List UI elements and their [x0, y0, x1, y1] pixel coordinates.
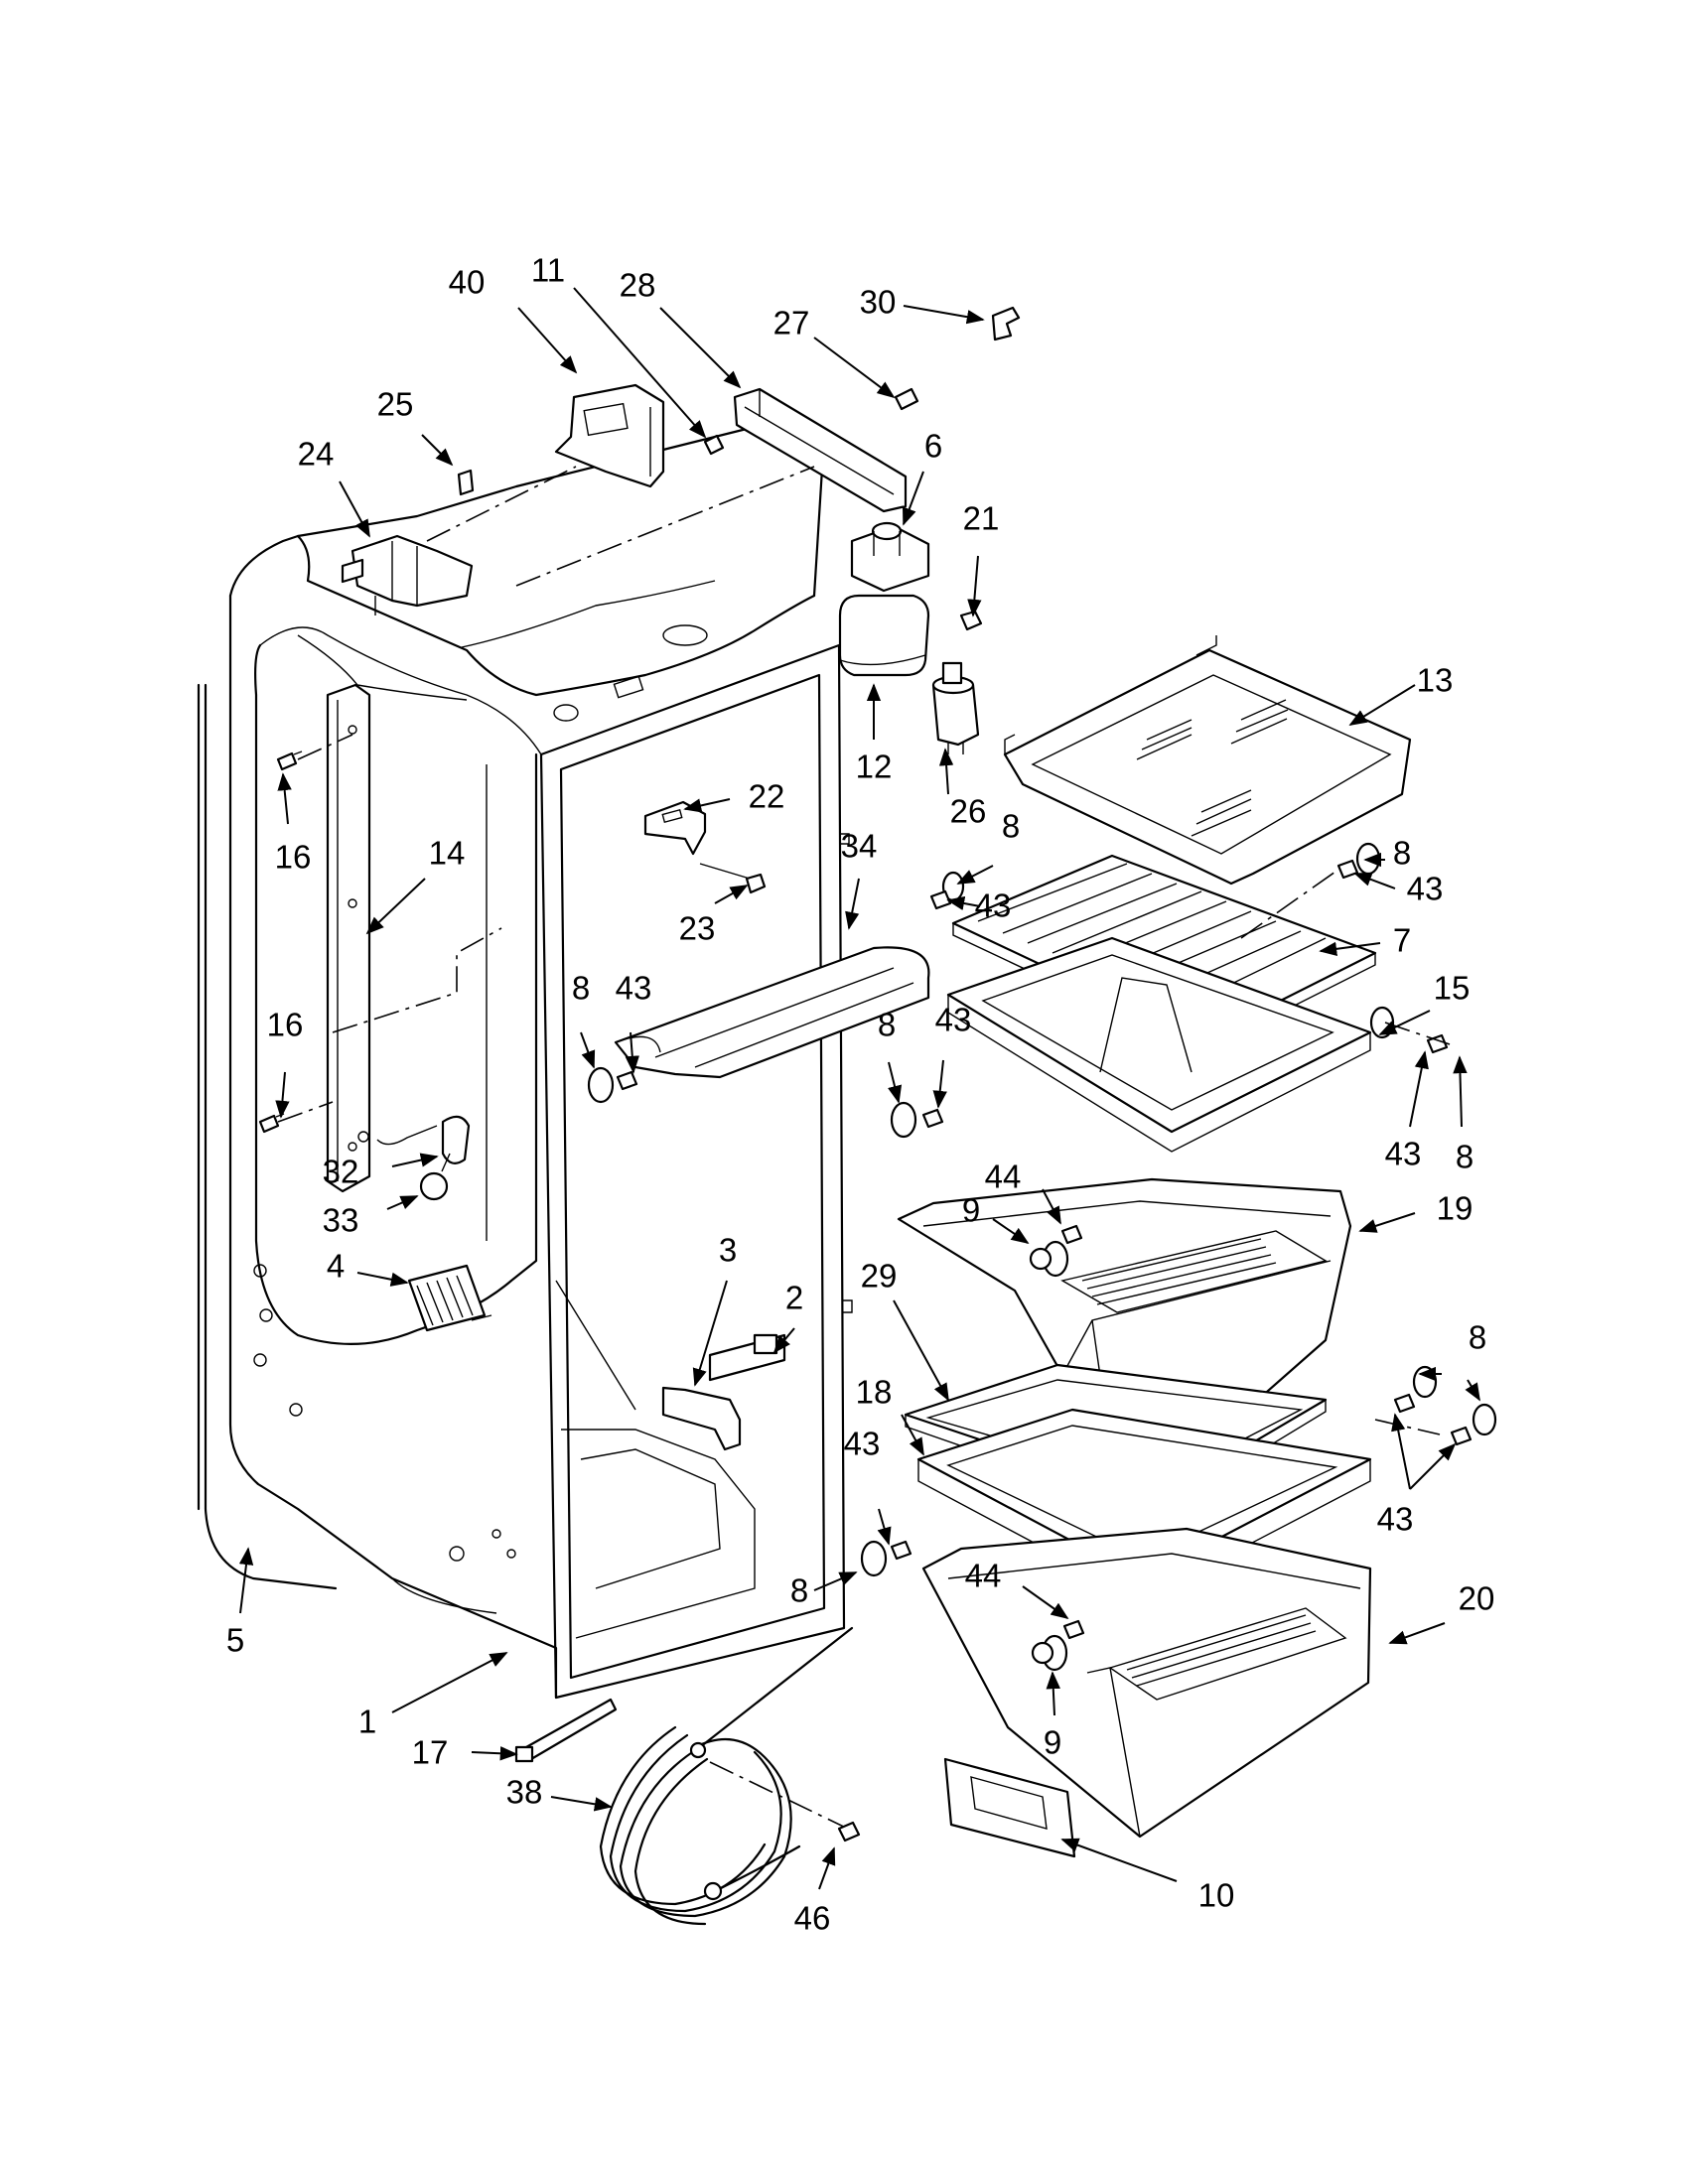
- callout-18: 18: [856, 1374, 893, 1411]
- callout-16b: 16: [267, 1007, 304, 1043]
- callout-16a: 16: [275, 839, 312, 876]
- filter-part: [931, 661, 980, 754]
- screw-part-46: [837, 1821, 861, 1843]
- callout-43f: 43: [844, 1426, 881, 1462]
- callout-8b: 8: [1393, 835, 1411, 872]
- callout-9a: 9: [962, 1192, 980, 1229]
- screw-part-23: [745, 873, 767, 894]
- callout-23: 23: [679, 910, 716, 947]
- callout-leaders: [238, 287, 1480, 1890]
- screw-part-27: [894, 387, 919, 411]
- callout-13: 13: [1417, 662, 1454, 699]
- screw-part-16a: [276, 751, 303, 771]
- callout-6: 6: [924, 428, 942, 465]
- screw-part-11: [703, 434, 725, 456]
- callout-5: 5: [226, 1622, 244, 1659]
- callout-24: 24: [298, 436, 335, 473]
- control-housing-part: [341, 534, 474, 615]
- callout-10: 10: [1198, 1877, 1235, 1914]
- callout-1: 1: [358, 1704, 376, 1740]
- mounting-bracket-part: [554, 383, 665, 488]
- callout-12: 12: [856, 749, 893, 785]
- top-channel-part: [733, 387, 908, 513]
- cable-tie-part: [514, 1698, 618, 1763]
- clip-part-30: [991, 306, 1021, 341]
- callout-43g: 43: [1377, 1501, 1414, 1538]
- callout-labels: 40 11 28 30 27 25 24 6 21 13 12 26 22 23…: [226, 252, 1495, 1937]
- callout-40: 40: [449, 264, 486, 301]
- callout-43b: 43: [1407, 871, 1444, 907]
- shelf-rail-part: [326, 683, 371, 1193]
- callout-43a: 43: [975, 887, 1012, 924]
- lower-drawer-part: [921, 1527, 1372, 1839]
- bushing-part: [616, 859, 1473, 1640]
- callout-4: 4: [327, 1248, 345, 1285]
- crisper-cover-frame-part: [946, 936, 1372, 1153]
- callout-2: 2: [785, 1280, 803, 1316]
- screw-part-21: [959, 610, 983, 631]
- callout-8g: 8: [790, 1572, 808, 1609]
- callout-20: 20: [1459, 1580, 1495, 1617]
- callout-38: 38: [506, 1774, 543, 1811]
- damper-assembly-part: [838, 521, 930, 677]
- bracket-part-22: [643, 800, 707, 856]
- callout-14: 14: [429, 835, 466, 872]
- callout-22: 22: [749, 778, 785, 815]
- callout-8c: 8: [572, 970, 590, 1007]
- callout-9b: 9: [1044, 1724, 1061, 1761]
- callout-8d: 8: [878, 1007, 896, 1043]
- callout-21: 21: [963, 500, 1000, 537]
- clip-part: [457, 469, 475, 496]
- callout-44a: 44: [985, 1159, 1022, 1195]
- callout-44b: 44: [965, 1558, 1002, 1594]
- callout-11: 11: [531, 252, 565, 289]
- air-vent-part: [407, 1264, 492, 1332]
- light-cover-part: [614, 946, 930, 1079]
- callout-43d: 43: [935, 1002, 972, 1038]
- callout-33: 33: [323, 1202, 359, 1239]
- callout-29: 29: [861, 1258, 898, 1295]
- callout-17: 17: [412, 1734, 449, 1771]
- drain-tube-part: [204, 683, 338, 1590]
- callout-8a: 8: [1002, 808, 1020, 845]
- callout-43e: 43: [1385, 1136, 1422, 1172]
- callout-19: 19: [1437, 1190, 1474, 1227]
- callout-28: 28: [620, 267, 656, 304]
- callout-25: 25: [377, 386, 414, 423]
- callout-26: 26: [950, 793, 987, 830]
- callout-7: 7: [1393, 922, 1411, 959]
- bracket-part-2: [708, 1333, 786, 1382]
- callout-15: 15: [1434, 970, 1471, 1007]
- wire-harness-part: [599, 1626, 854, 1926]
- label-card-part: [943, 1757, 1076, 1858]
- drawer-stop-part: [1029, 1247, 1054, 1665]
- callout-32: 32: [323, 1154, 359, 1190]
- callout-3: 3: [719, 1232, 737, 1269]
- glass-shelf-part: [1003, 635, 1412, 886]
- bracket-part-3: [661, 1386, 742, 1451]
- callout-30: 30: [860, 284, 897, 321]
- callout-46: 46: [794, 1900, 831, 1937]
- callout-27: 27: [773, 305, 810, 341]
- callout-34: 34: [841, 828, 878, 865]
- callout-8f: 8: [1469, 1319, 1486, 1356]
- callout-43c: 43: [616, 970, 652, 1007]
- light-socket-part: [357, 1115, 471, 1201]
- callout-8e: 8: [1456, 1139, 1474, 1175]
